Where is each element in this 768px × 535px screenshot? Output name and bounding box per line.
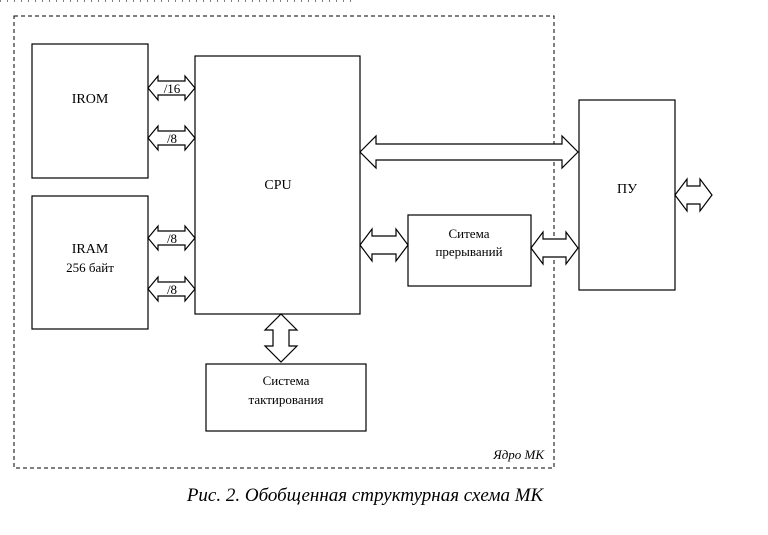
iram-cpu-bus-1-arrow <box>147 224 196 252</box>
clock-system-block: Система тактирования <box>205 363 367 432</box>
irom-block: IROM <box>31 43 149 179</box>
irom-bus-width-16: /16 <box>164 81 181 96</box>
cpu-label: CPU <box>264 178 291 193</box>
iram-size-label: 256 байт <box>66 260 114 275</box>
figure-caption: Рис. 2. Обобщенная структурная схема МК <box>186 485 545 506</box>
interrupt-system-block: Ситема прерываний <box>407 214 532 287</box>
iram-block: IRAM 256 байт <box>31 195 149 330</box>
irom-cpu-bus-16-arrow <box>147 74 196 102</box>
interrupt-peripheral-arrow <box>530 230 579 266</box>
cpu-clock-arrow <box>263 313 299 363</box>
cpu-interrupt-arrow <box>359 227 409 263</box>
cpu-peripheral-bus-arrow <box>359 134 579 170</box>
iram-cpu-bus-2-arrow <box>147 275 196 303</box>
clock-system-label-line2: тактирования <box>248 392 323 407</box>
irom-cpu-bus-8-arrow <box>147 124 196 152</box>
iram-bus-width-1: /8 <box>167 231 177 246</box>
interrupt-system-label-line2: прерываний <box>435 244 502 259</box>
peripheral-external-port-arrow <box>674 177 713 213</box>
cpu-block: CPU <box>194 55 361 315</box>
peripheral-label: ПУ <box>617 182 637 197</box>
peripheral-block: ПУ <box>578 99 676 291</box>
iram-label: IRAM <box>72 242 109 257</box>
clock-system-label-line1: Система <box>263 373 310 388</box>
interrupt-system-label-line1: Ситема <box>449 226 490 241</box>
irom-bus-width-8: /8 <box>167 131 177 146</box>
core-label: Ядро МК <box>492 447 545 462</box>
irom-label: IROM <box>72 92 109 107</box>
iram-bus-width-2: /8 <box>167 282 177 297</box>
